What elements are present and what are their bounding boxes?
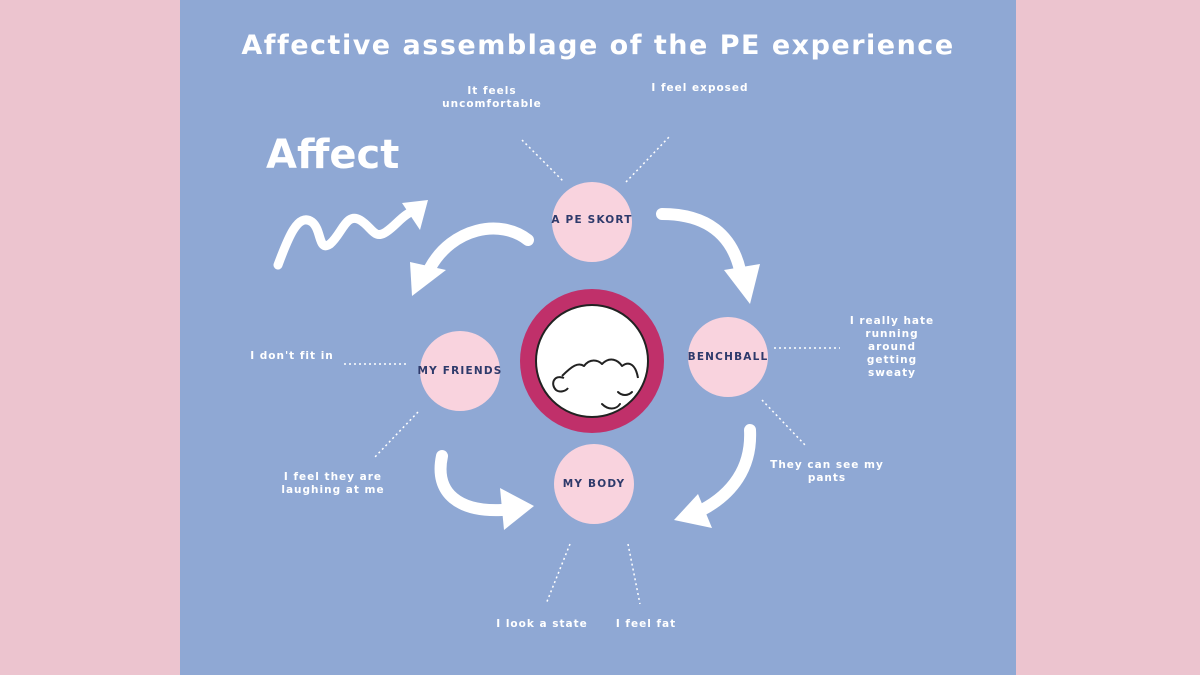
diagram-panel: Affective assemblage of the PE experienc… xyxy=(180,0,1016,675)
note-hate-running: I really hate running around getting swe… xyxy=(849,315,935,379)
arrow-skort-to-friends xyxy=(410,222,534,296)
diagram-canvas xyxy=(273,135,840,605)
node-benchball-circle xyxy=(688,317,768,397)
squiggle-arrow-icon xyxy=(273,200,428,270)
node-skort-label: A PE SKORT xyxy=(551,214,633,226)
page-title: Affective assemblage of the PE experienc… xyxy=(241,30,955,61)
node-body-circle xyxy=(554,444,634,524)
node-friends-circle xyxy=(420,331,500,411)
affect-label: Affect xyxy=(266,132,400,178)
arrow-friends-to-body xyxy=(434,450,534,530)
note-laughing: I feel they are laughing at me xyxy=(281,471,385,496)
connector-lines xyxy=(344,135,840,605)
note-fit-in: I don't fit in xyxy=(250,350,334,362)
note-state: I look a state xyxy=(496,618,588,630)
note-fat: I feel fat xyxy=(615,618,677,630)
note-exposed: I feel exposed xyxy=(651,82,749,94)
node-benchball-label: BENCHBALL xyxy=(687,351,769,363)
arrow-skort-to-benchball xyxy=(656,208,760,304)
note-uncomfortable: It feels uncomfortable xyxy=(442,85,542,110)
node-body-label: MY BODY xyxy=(562,478,626,490)
note-pants: They can see my pants xyxy=(770,459,884,484)
arrow-benchball-to-body xyxy=(674,424,757,528)
node-skort-circle xyxy=(552,182,632,262)
node-friends-label: MY FRIENDS xyxy=(417,365,503,377)
sleeping-face-icon xyxy=(520,289,664,433)
